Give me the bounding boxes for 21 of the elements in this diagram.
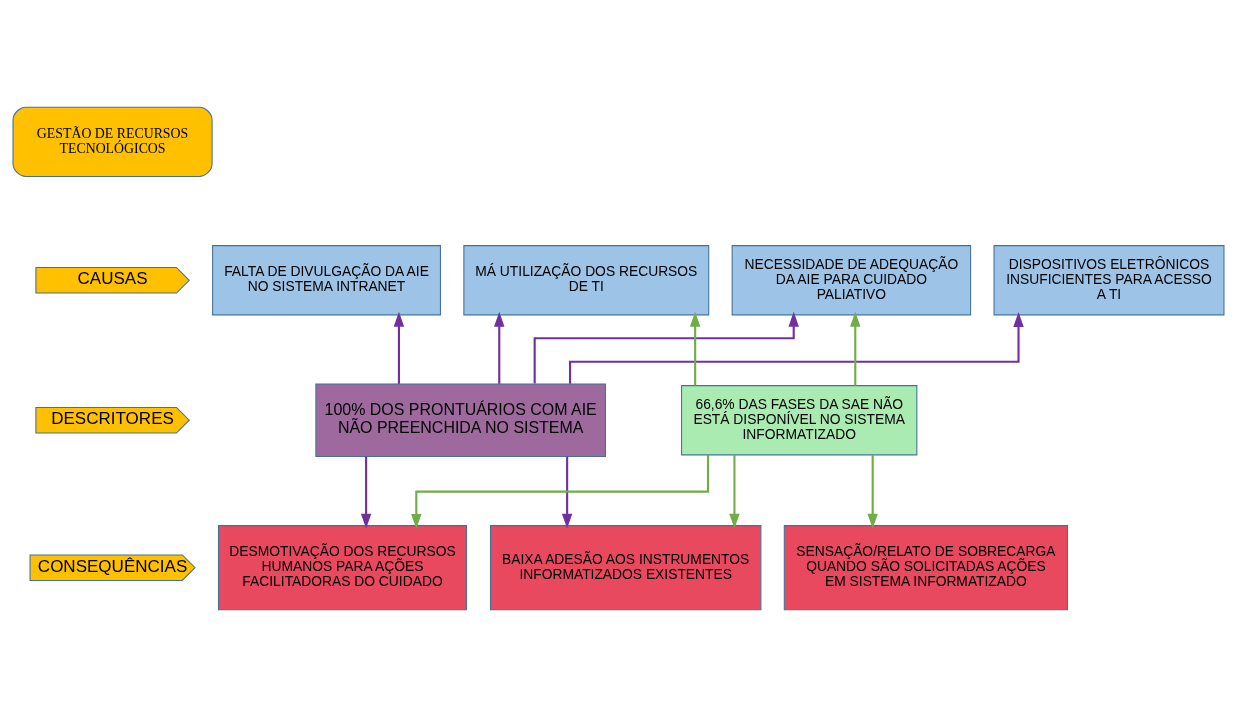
arrow (850, 311, 861, 386)
node-box: DISPOSITIVOS ELETRÔNICOS INSUFICIENTES PARA ACESSO A TI (993, 244, 1225, 315)
node-box: 100% DOS PRONTUÁRIOS COM AIE NÃO PREENCHIDA NO SISTEMA (315, 383, 606, 457)
node-box: NECESSIDADE DE ADEQUAÇÃO DA AIE PARA CUIDADO PALIATIVO (731, 244, 972, 315)
arrow (689, 311, 701, 386)
node-box: GESTÃO DE RECURSOS TECNOLÓGICOS (12, 106, 213, 177)
node-box: DESMOTIVAÇÃO DOS RECURSOS HUMANOS PARA AÇÕES FACILITADORAS DO CUIDADO (217, 524, 468, 610)
arrow (360, 456, 372, 529)
arrow (494, 311, 505, 384)
node-box: 66,6% DAS FASES DA SAE NÃO ESTÁ DISPONÍVEL NO SISTEMA INFORMATIZADO (681, 384, 918, 455)
arrow (393, 311, 405, 384)
node-box: FALTA DE DIVULGAÇÃO DA AIE NO SISTEMA INTRANET (212, 244, 441, 315)
node-box: MÁ UTILIZAÇÃO DOS RECURSOS DE TI (463, 244, 710, 315)
arrow (533, 311, 799, 384)
arrow (561, 456, 573, 529)
arrow (867, 454, 878, 529)
arrow (729, 454, 740, 529)
arrow (569, 311, 1024, 384)
node-box: BAIXA ADESÃO AOS INSTRUMENTOS INFORMATIZADOS EXISTENTES (489, 524, 762, 610)
arrow (411, 454, 710, 529)
node-box: SENSAÇÃO/RELATO DE SOBRECARGA QUANDO SÃO SOLICITADAS AÇÕES EM SISTEMA INFORMATIZADO (783, 524, 1068, 610)
